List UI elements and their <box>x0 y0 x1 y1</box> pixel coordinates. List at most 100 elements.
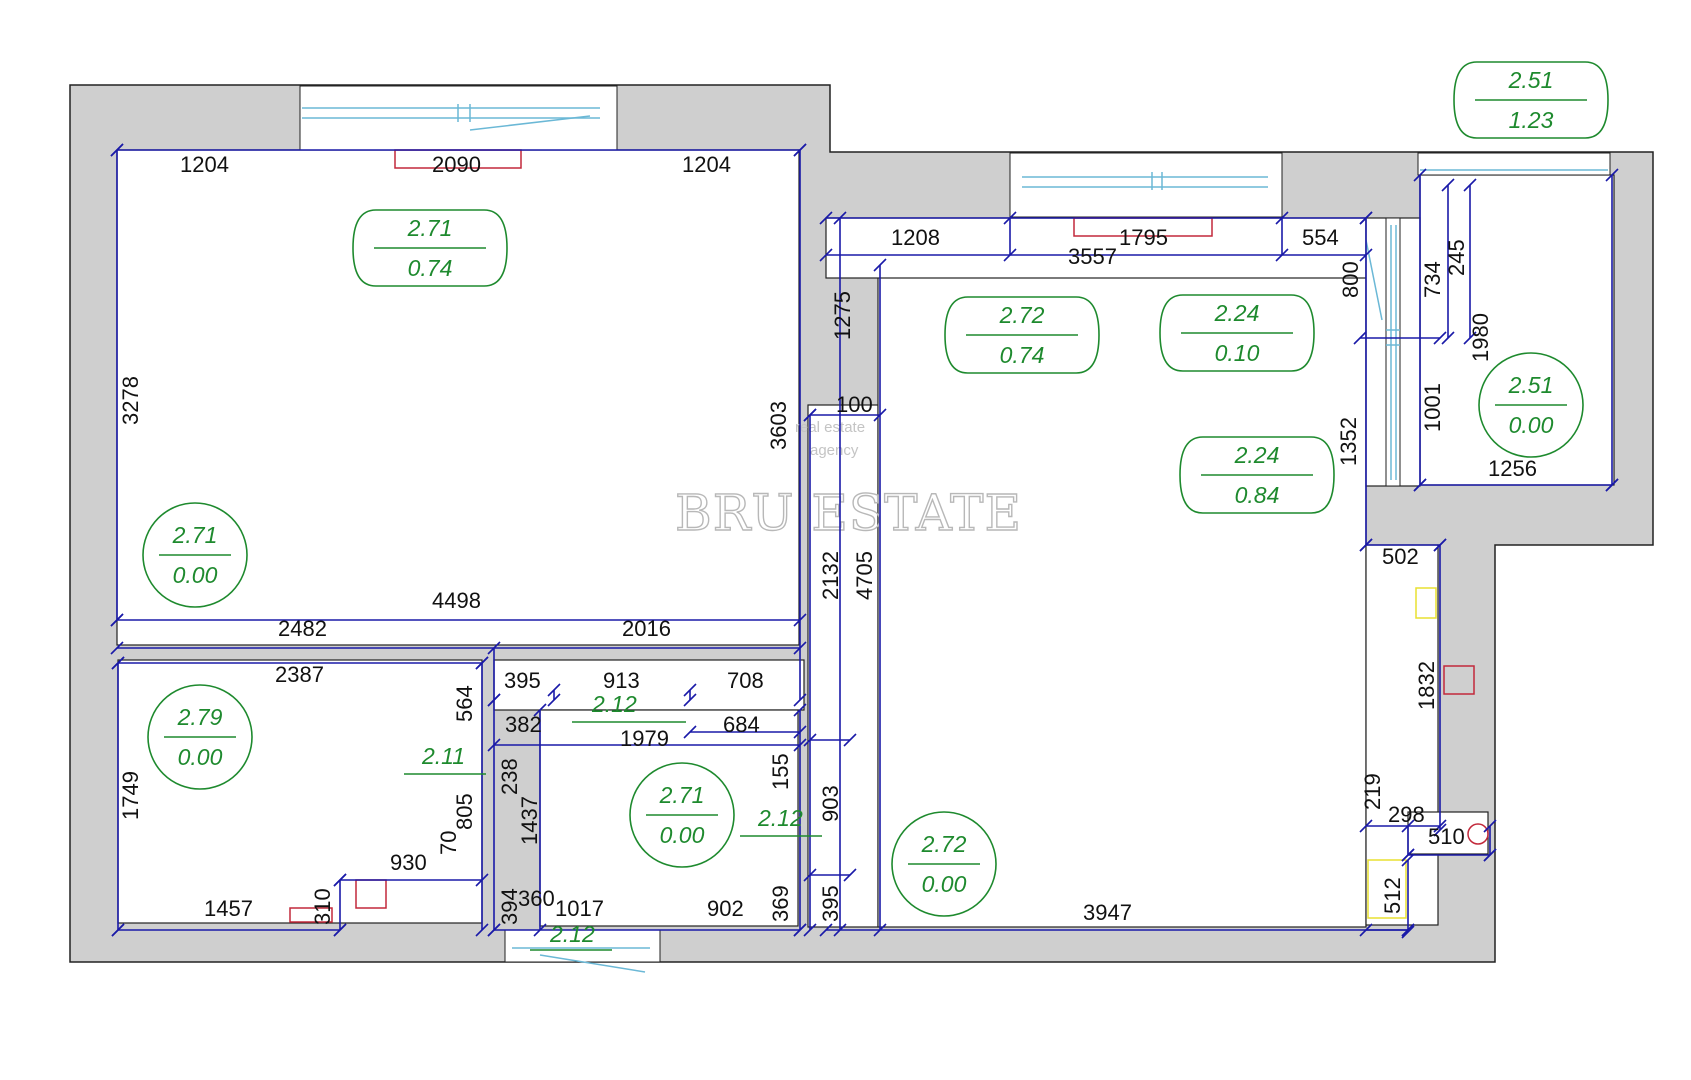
dim-label: 1980 <box>1468 313 1493 362</box>
dimension-tick <box>793 143 807 157</box>
dimension-tick <box>110 143 124 157</box>
window-balcony-door <box>1365 217 1401 487</box>
dim-label: 554 <box>1302 225 1339 250</box>
door-height-marks: 2.12 2.11 2.12 2.12 <box>404 691 822 951</box>
dim-label: 2090 <box>432 152 481 177</box>
dim-label: 245 <box>1444 239 1469 276</box>
dim-label: 369 <box>768 885 793 922</box>
dim-label: 1001 <box>1420 383 1445 432</box>
dimension-tick <box>1401 853 1415 867</box>
dim-label: 913 <box>603 668 640 693</box>
dimension-tick <box>1605 168 1619 182</box>
dimension-tick <box>487 641 501 655</box>
dim-label: 1749 <box>118 771 143 820</box>
dimension-tick <box>111 923 125 937</box>
level-badge: 2.51 1.23 <box>1453 61 1609 139</box>
dimension-tick <box>1359 538 1373 552</box>
level-badge-bottom-value: 1.23 <box>1509 107 1554 133</box>
dim-label: 1457 <box>204 896 253 921</box>
dimension-tick <box>1483 848 1497 862</box>
level-badge: 2.24 0.10 <box>1159 294 1315 372</box>
radiator-small-bedroom <box>289 907 333 923</box>
dimension-tick <box>843 868 857 882</box>
watermark-tagline-2: agency <box>810 442 859 459</box>
dimension-tick <box>1003 248 1017 262</box>
dimension-tick <box>333 923 347 937</box>
dimension-tick <box>793 703 807 717</box>
dim-label: 502 <box>1382 544 1419 569</box>
dimension-tick <box>333 873 347 887</box>
dimension-lines <box>110 143 1619 939</box>
level-badge: 2.71 0.74 <box>352 209 508 287</box>
level-badge-bottom-value: 0.74 <box>1000 342 1045 368</box>
dim-label: 1352 <box>1336 417 1361 466</box>
dim-label: 2132 <box>818 551 843 600</box>
dimension-tick <box>533 703 547 717</box>
dimension-tick <box>803 923 817 937</box>
dim-label: 395 <box>504 668 541 693</box>
dimension-tick <box>819 923 833 937</box>
door-height-label: 2.11 <box>421 743 465 769</box>
level-badge: 2.720.74 <box>944 296 1100 374</box>
dim-label: 310 <box>310 888 335 925</box>
level-badge-top-value: 2.51 <box>1508 372 1554 398</box>
watermark-tagline-1: real estate <box>795 419 865 436</box>
window-living <box>1009 152 1283 218</box>
dim-label: 1832 <box>1414 661 1439 710</box>
dim-label: 1437 <box>517 796 542 845</box>
dimension-tick <box>793 725 807 739</box>
door-height-label: 2.12 <box>757 805 803 831</box>
level-badge-bottom-value: 0.10 <box>1215 340 1260 366</box>
level-badge: 2.710.00 <box>629 762 735 868</box>
dimension-tick <box>1359 211 1373 225</box>
meter-box <box>1367 859 1407 919</box>
dimension-tick <box>793 613 807 627</box>
level-badge-bottom-value: 0.00 <box>922 871 967 897</box>
dimension-tick <box>1413 168 1427 182</box>
dim-label: 395 <box>818 885 843 922</box>
dimension-tick <box>1353 331 1367 345</box>
room-corridor <box>493 659 805 711</box>
dim-label: 512 <box>1380 877 1405 914</box>
dimension-tick <box>803 408 817 422</box>
dimension-tick <box>1401 925 1415 939</box>
dim-label: 382 <box>505 712 542 737</box>
dimension-tick <box>1433 331 1447 345</box>
valve-circle-icon <box>1467 823 1489 845</box>
dim-label: 1275 <box>830 291 855 340</box>
level-badge-bottom-value: 0.00 <box>173 562 218 588</box>
level-badge-bottom-value: 0.84 <box>1235 482 1280 508</box>
dim-label: 298 <box>1388 802 1425 827</box>
level-badge-bottom-value: 0.74 <box>408 255 453 281</box>
dim-label: 3278 <box>118 376 143 425</box>
switch-box <box>1415 587 1437 619</box>
dimension-tick <box>487 693 501 707</box>
level-badge-top-value: 2.71 <box>407 215 453 241</box>
level-badge-top-value: 2.71 <box>172 522 218 548</box>
dimension-tick <box>793 923 807 937</box>
level-badge-top-value: 2.24 <box>1214 300 1260 326</box>
level-badge: 2.72 0.00 <box>891 811 997 917</box>
level-badge-top-value: 2.51 <box>1508 67 1554 93</box>
room-entry-strip <box>1365 544 1439 926</box>
dim-label: 70 <box>436 831 461 855</box>
dimension-tick <box>1433 538 1447 552</box>
dim-label: 2387 <box>275 662 324 687</box>
dim-label: 902 <box>707 896 744 921</box>
room-living-upper <box>825 217 1367 279</box>
dimension-tick <box>475 923 489 937</box>
dim-label: 394 <box>497 888 522 925</box>
dimension-tick <box>111 656 125 670</box>
dimension-tick <box>1401 923 1415 937</box>
dimension-tick <box>1275 248 1289 262</box>
level-badge-top-value: 2.72 <box>921 831 967 857</box>
dimension-tick <box>1003 211 1017 225</box>
room-hall-strip <box>807 404 879 928</box>
dimension-tick <box>793 693 807 707</box>
dim-label: 3947 <box>1083 900 1132 925</box>
window-balcony-top <box>1417 152 1611 176</box>
dimension-tick <box>803 868 817 882</box>
dim-label: 360 <box>518 886 555 911</box>
level-badge-bottom-value: 0.00 <box>1509 412 1554 438</box>
dimension-tick <box>475 656 489 670</box>
